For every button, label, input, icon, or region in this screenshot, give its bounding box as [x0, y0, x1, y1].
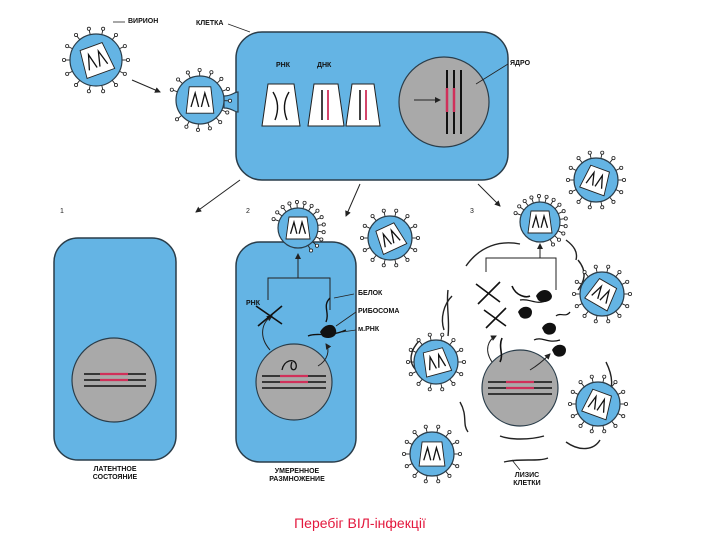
stage2-protein — [325, 297, 331, 323]
label-ribosome: РИБОСОМА — [358, 308, 400, 315]
stage3-caption-line2: КЛЕТКИ — [513, 480, 541, 487]
nucleus-leader — [475, 63, 509, 85]
label-dnk: ДНК — [317, 62, 332, 69]
stage2-number: 2 — [246, 208, 250, 215]
stage3-flow — [487, 335, 497, 363]
lysis-leader — [511, 459, 521, 471]
protein-leader — [333, 293, 355, 299]
label-rnk-top: РНК — [276, 62, 290, 69]
stage1-caption: ЛАТЕНТНОЕ СОСТОЯНИЕ — [70, 466, 160, 482]
stage2-rna-x — [255, 305, 283, 327]
stage3-rna-fragments — [475, 281, 531, 363]
label-mrnk: м.РНК — [358, 326, 380, 333]
virion-budding-stage2 — [271, 200, 326, 253]
stage2-flow — [262, 315, 273, 351]
virion-budding-stage3 — [513, 194, 568, 247]
page-title: Перебіг ВІЛ-інфекції — [294, 515, 426, 531]
stage2-dna — [262, 374, 326, 389]
stage1-number: 1 — [60, 208, 64, 215]
virion-stage3-a — [566, 150, 627, 210]
capsid-dnk-2 — [345, 83, 381, 127]
stage3-ribosomes — [518, 290, 566, 357]
arrow-to-stage2 — [345, 183, 361, 217]
label-rnk-mid: РНК — [246, 300, 260, 307]
capsid-rnk — [261, 83, 301, 127]
stage2-caption-line2: РАЗМНОЖЕНИЕ — [269, 476, 325, 483]
stage2-flow-up — [267, 277, 331, 310]
top-nucleus — [398, 56, 490, 148]
virion-to-cell-arrow — [131, 79, 161, 93]
stage2-ribo-arrow — [317, 343, 332, 367]
mrna-leader — [341, 329, 357, 333]
virion-stage3-b — [572, 264, 633, 324]
stage1-caption-line2: СОСТОЯНИЕ — [92, 474, 138, 481]
ribosome-leader — [335, 311, 357, 327]
stage3-dna — [488, 380, 552, 395]
stage3-number: 3 — [470, 208, 474, 215]
stage2-caption-line1: УМЕРЕННОЕ — [274, 468, 320, 475]
virion-stage3-c — [405, 332, 466, 392]
stage3-mrna — [519, 299, 571, 342]
stage3-flow2 — [529, 353, 551, 371]
stage2-caption: УМЕРЕННОЕ РАЗМНОЖЕНИЕ — [252, 468, 342, 484]
stage3-caption-line1: ЛИЗИС — [514, 472, 540, 479]
virion-stage3-d — [568, 374, 629, 434]
cell-leader — [227, 23, 251, 33]
stage3-flow-up — [485, 257, 557, 290]
top-nucleus-dna — [445, 70, 462, 134]
stage1-dna — [84, 372, 146, 387]
virion-entering — [169, 68, 232, 132]
label-protein: БЕЛОК — [358, 290, 383, 297]
label-nucleus: ЯДРО — [510, 60, 531, 67]
arrow-to-stage1 — [195, 179, 241, 213]
capsid-dnk — [307, 83, 345, 127]
stage1-caption-line1: ЛАТЕНТНОЕ — [93, 466, 137, 473]
virions — [62, 26, 633, 484]
arrow-to-stage3 — [477, 183, 501, 207]
stage2-mrna — [307, 329, 347, 337]
virion-free — [62, 26, 131, 94]
virion-stage2 — [359, 208, 420, 268]
stage3-caption: ЛИЗИС КЛЕТКИ — [482, 472, 572, 488]
stage2-rna-wiggle — [281, 359, 297, 371]
label-virion: ВИРИОН — [128, 18, 159, 25]
label-cell: КЛЕТКА — [196, 20, 224, 27]
virion-stage3-e — [401, 424, 462, 484]
